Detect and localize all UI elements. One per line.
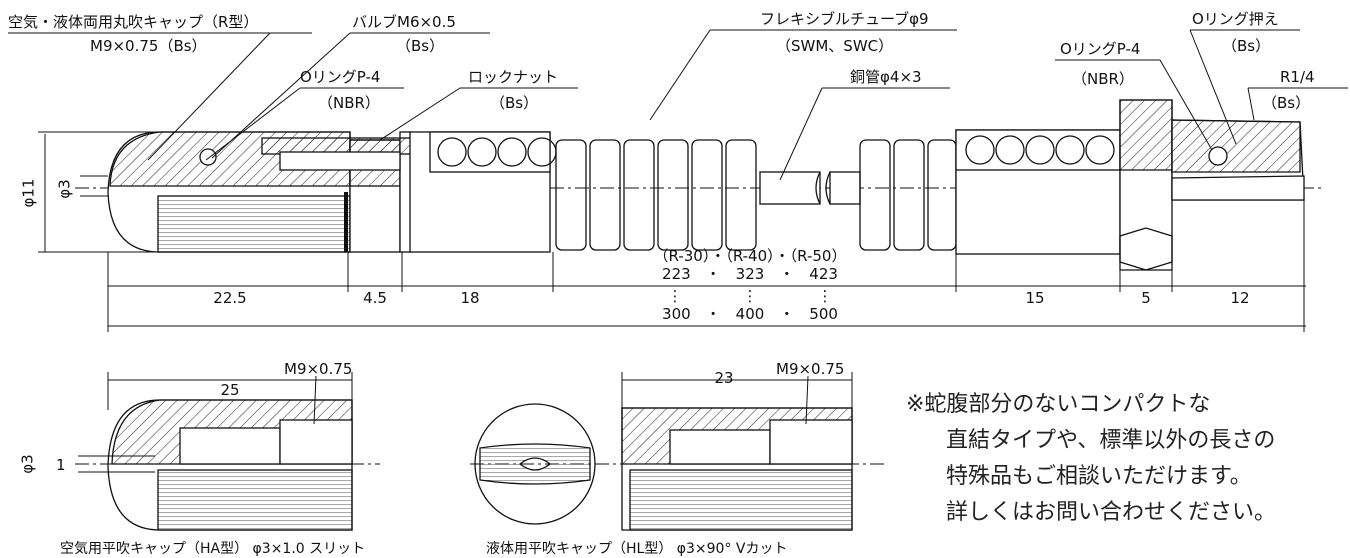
label-flex-tube: フレキシブルチューブφ9 xyxy=(760,10,929,28)
label-thread: R1/4 xyxy=(1280,68,1315,86)
ha-caption: 空気用平吹キャップ（HA型） φ3×1.0 スリット xyxy=(60,541,366,557)
ha-length: 25 xyxy=(220,381,240,399)
label-copper-pipe: 銅管φ4×3 xyxy=(850,68,922,86)
dim-18: 18 xyxy=(460,289,480,307)
label-oring-right-mat: （NBR） xyxy=(1072,70,1134,88)
dim-lengths-min: 223 ・ 323 ・ 423 xyxy=(662,265,838,283)
dim-4-5: 4.5 xyxy=(363,289,387,307)
locknut-balls xyxy=(437,137,557,167)
dim-15: 15 xyxy=(1025,289,1045,307)
note-line-3: 特殊品もご相談いただけます。 xyxy=(946,464,1252,489)
label-locknut-mat: （Bs） xyxy=(490,94,539,112)
label-thread-mat: （Bs） xyxy=(1262,94,1311,112)
main-assembly xyxy=(75,99,1325,271)
flexible-tube-right xyxy=(859,139,957,251)
label-oring-right: OリングP-4 xyxy=(1060,40,1141,58)
label-locknut: ロックナット xyxy=(468,68,559,86)
note-line-4: 詳しくはお問い合わせください。 xyxy=(946,500,1277,525)
leader-lines xyxy=(8,29,1348,181)
ha-slit: 1 xyxy=(56,456,66,474)
fitting-balls xyxy=(965,135,1115,165)
note-line-1: ※蛇腹部分のないコンパクトな xyxy=(906,392,1211,417)
dim-dots: ⋮ ⋮ ⋮ xyxy=(667,287,833,305)
label-air-liquid-cap: 空気・液体両用丸吹キャップ（R型） xyxy=(8,13,259,31)
dim-r-models: （R-30）・（R-40）・（R-50） xyxy=(653,247,847,265)
label-flex-tube-mat: （SWM、SWC） xyxy=(776,37,894,55)
hl-cap-drawing xyxy=(470,372,885,531)
label-air-liquid-cap-spec: M9×0.75（Bs） xyxy=(90,37,207,55)
dim-lengths-max: 300 ・ 400 ・ 500 xyxy=(662,305,838,323)
dim-22-5: 22.5 xyxy=(213,289,247,307)
label-oring-retainer-mat: （Bs） xyxy=(1222,37,1271,55)
ha-d3: φ3 xyxy=(18,454,37,474)
ha-cap-drawing xyxy=(75,372,380,531)
hl-caption: 液体用平吹キャップ（HL型） φ3×90° Vカット xyxy=(486,541,788,557)
ha-thread: M9×0.75 xyxy=(284,360,353,378)
label-valve-mat: （Bs） xyxy=(396,37,445,55)
main-dimension-lines xyxy=(38,131,1306,332)
hl-thread: M9×0.75 xyxy=(776,360,845,378)
dim-12: 12 xyxy=(1230,289,1250,307)
label-oring-left-mat: （NBR） xyxy=(318,94,380,112)
dim-5: 5 xyxy=(1141,289,1151,307)
label-oring-retainer: Oリング押え xyxy=(1192,10,1279,28)
label-valve: バルブM6×0.5 xyxy=(352,13,456,31)
dim-d11: φ11 xyxy=(19,178,38,208)
note-line-2: 直結タイプや、標準以外の長さの xyxy=(946,428,1276,453)
flexible-tube-left xyxy=(555,139,757,251)
hl-length: 23 xyxy=(714,369,734,387)
label-oring-left: OリングP-4 xyxy=(300,68,381,86)
dim-d3: φ3 xyxy=(55,179,74,199)
